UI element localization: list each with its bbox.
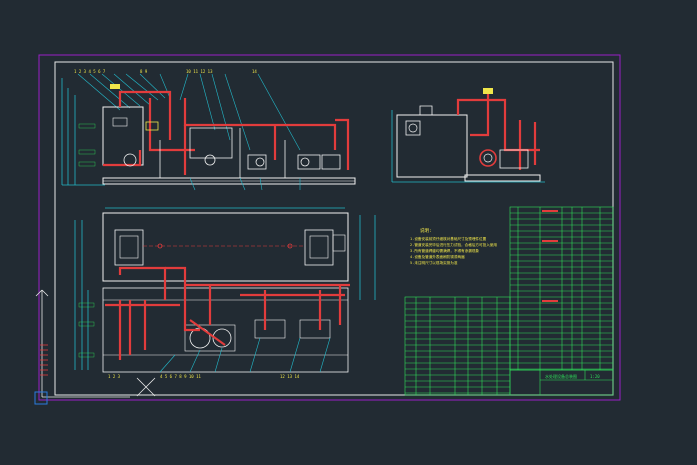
- svg-text:8 9: 8 9: [140, 69, 148, 74]
- side-elevation-view: [391, 88, 545, 183]
- svg-text:10 11 12 13: 10 11 12 13: [186, 69, 213, 74]
- drawing-scale: 1:20: [590, 374, 600, 379]
- svg-text:4 5 6 7 8 9 10 11: 4 5 6 7 8 9 10 11: [160, 374, 202, 379]
- front-elevation-view: 1 2 3 4 5 6 7 8 9 10 11 12 13 14: [61, 69, 356, 191]
- bill-of-materials-table: [404, 296, 511, 396]
- parts-list-table: [509, 206, 614, 371]
- svg-text:14: 14: [252, 69, 257, 74]
- notes-line: 1.设备安装前须仔细核对基础尺寸及预埋件位置: [410, 236, 487, 241]
- technical-notes: 说明: 1.设备安装前须仔细核对基础尺寸及预埋件位置 2.管道安装完毕后进行压力…: [410, 227, 497, 265]
- drawing-name: 水处理设备总装图: [545, 373, 577, 379]
- notes-line: 5.未注明尺寸以现场实测为准: [410, 260, 458, 265]
- svg-text:12 13 14: 12 13 14: [280, 374, 300, 379]
- svg-text:1 2 3: 1 2 3: [108, 374, 121, 379]
- plan-view: 1 2 3 4 5 6 7 8 9 10 11 12 13 14: [74, 207, 376, 379]
- title-block: 水处理设备总装图 1:20: [509, 369, 614, 396]
- notes-line: 3.所有管道焊缝均需满焊，不得有渗漏现象: [410, 248, 479, 253]
- svg-text:1 2 3 4 5 6 7: 1 2 3 4 5 6 7: [74, 69, 106, 74]
- notes-line: 4.设备及管道外表面刷防锈漆两遍: [410, 254, 465, 259]
- cursor-cross-icon: [136, 377, 156, 397]
- notes-title: 说明:: [420, 227, 432, 234]
- sheet-frame: [38, 54, 621, 401]
- notes-line: 2.管道安装完毕后进行压力试验，合格后方可投入使用: [410, 242, 497, 247]
- ucs-axis-icon: [34, 289, 130, 405]
